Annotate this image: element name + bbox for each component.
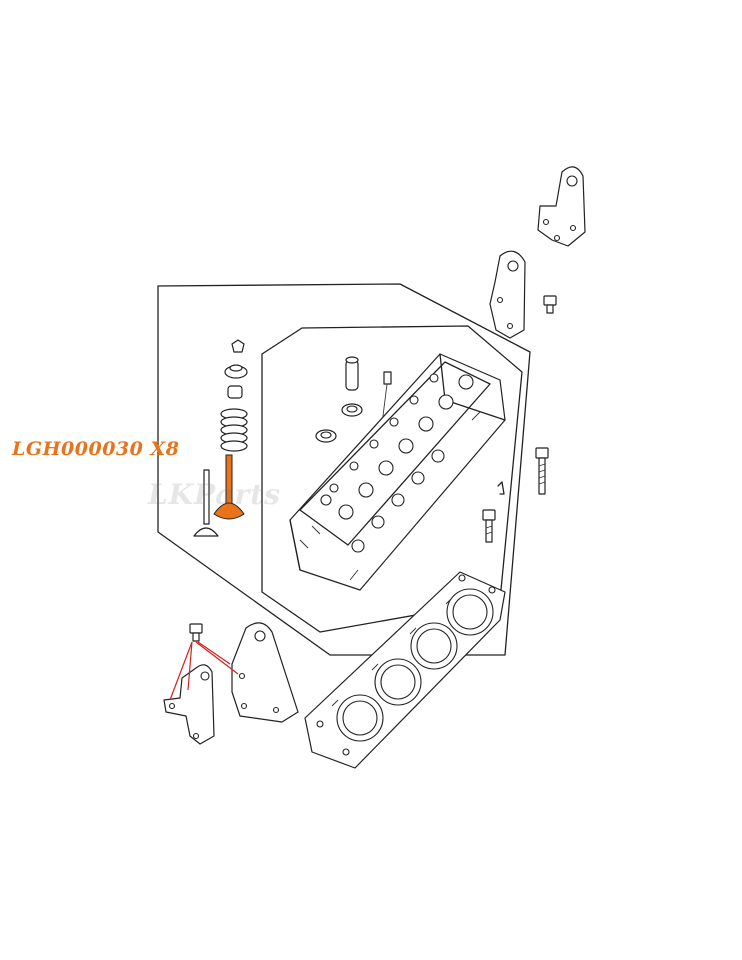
head-gasket	[304, 571, 506, 769]
head-bolt-long	[535, 447, 549, 495]
cylinder-head	[289, 353, 506, 591]
head-bolt-short	[482, 509, 496, 543]
leader-lines	[169, 641, 239, 701]
core-plug	[315, 429, 337, 443]
intake-valve-highlighted	[213, 454, 245, 520]
valve-guide	[345, 356, 359, 391]
lifting-bracket-top	[537, 166, 586, 247]
exhaust-valve	[193, 469, 219, 537]
rear-bracket-bolt	[189, 623, 203, 642]
valve-spring-cap	[224, 364, 248, 379]
rear-bracket	[163, 664, 215, 745]
dowel-pin	[497, 481, 505, 495]
lifting-bracket-middle	[489, 250, 526, 339]
valve-stem-seal	[227, 385, 243, 399]
rear-lifting-plate	[231, 622, 299, 723]
valve-collets	[231, 339, 245, 353]
watermark: LKParts	[148, 478, 281, 511]
valve-spring	[220, 408, 248, 452]
bracket-bolt	[543, 295, 557, 314]
cylinder-head-enclosure	[261, 325, 523, 633]
part-number-callout: LGH000030 X8	[12, 438, 180, 460]
exploded-view-boundary	[157, 283, 531, 656]
valve-seat-insert	[341, 403, 363, 417]
